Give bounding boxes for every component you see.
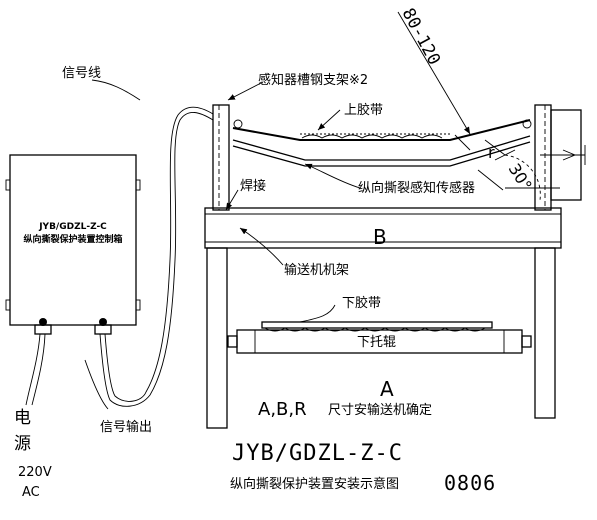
upper-belt-label: 上胶带 xyxy=(344,102,383,118)
signal-line-label: 信号线 xyxy=(62,66,101,81)
controller-name-label: 纵向撕裂保护装置控制箱 xyxy=(23,233,122,245)
power-ac-label: AC xyxy=(22,485,40,500)
signal-line-leader xyxy=(91,79,141,101)
dim-a-label: A xyxy=(380,377,394,401)
conveyor-frame xyxy=(204,104,582,429)
figure-number: 0806 xyxy=(444,471,496,495)
angle-30-label: 30° xyxy=(505,160,536,194)
model-code-label: JYB/GDZL-Z-C xyxy=(232,441,403,466)
controller-box xyxy=(5,154,141,335)
dim-note-letters: A,B,R xyxy=(258,399,307,420)
conveyor-frame-label: 输送机机架 xyxy=(284,262,349,278)
dim-note-text: 尺寸安输送机确定 xyxy=(328,402,432,418)
signal-cable xyxy=(99,112,214,407)
lower-belt xyxy=(261,321,493,332)
lower-idler xyxy=(227,329,532,354)
lower-idler-label: 下托辊 xyxy=(357,335,396,350)
figure-caption: 纵向撕裂保护装置安装示意图 xyxy=(230,476,399,492)
power-char-2: 源 xyxy=(14,434,31,454)
angle-range-leader xyxy=(397,11,471,135)
r-label: r xyxy=(488,143,495,162)
signal-output-label: 信号输出 xyxy=(100,419,152,435)
power-cable xyxy=(25,333,41,406)
upper-belt xyxy=(232,119,531,141)
dim-b-label: B xyxy=(373,225,387,249)
sensor-label: 纵向撕裂感知传感器 xyxy=(358,180,475,196)
controller-model-label: JYB/GDZL-Z-C xyxy=(38,222,107,232)
sensor-bracket-label: 感知器槽钢支架※2 xyxy=(258,72,368,88)
power-voltage-label: 220V xyxy=(18,465,52,480)
longitudinal-sensor xyxy=(232,119,532,167)
lower-belt-label: 下胶带 xyxy=(342,295,381,311)
power-char-1: 电 xyxy=(14,408,31,428)
r-dimension xyxy=(484,139,506,156)
weld-label: 焊接 xyxy=(240,178,266,194)
angle-range-label: 80-120 xyxy=(398,5,444,69)
